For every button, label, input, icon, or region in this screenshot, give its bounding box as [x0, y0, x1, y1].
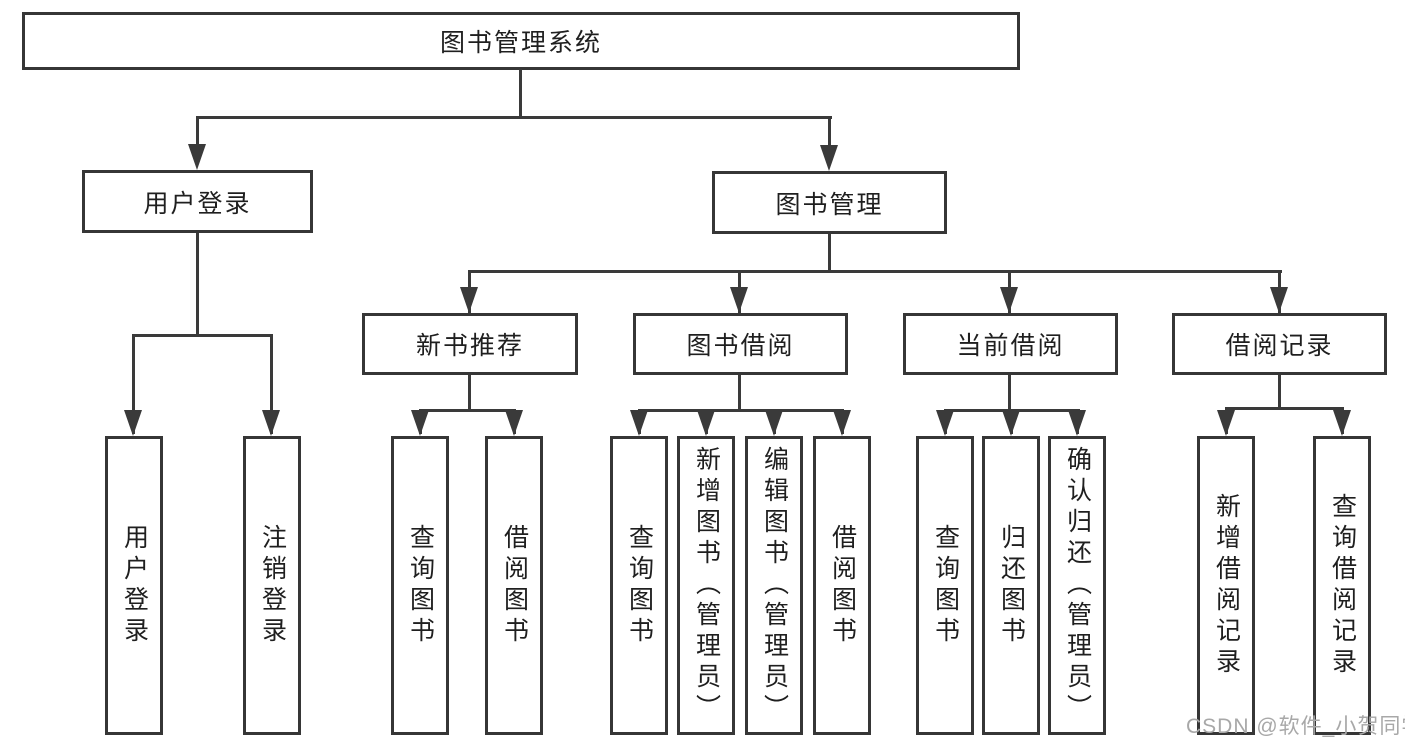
arrow-down-icon — [1270, 287, 1288, 313]
leaf-edit-book-admin-label: 编辑图书（管理员） — [760, 446, 789, 725]
node-current-borrow: 当前借阅 — [903, 313, 1118, 375]
node-root-label: 图书管理系统 — [439, 29, 602, 57]
arrow-down-icon — [820, 145, 838, 171]
connector-book-borrow-feed — [738, 375, 741, 412]
node-new-book-recommend: 新书推荐 — [362, 313, 578, 375]
leaf-query-borrow-record: 查询借阅记录 — [1313, 436, 1371, 735]
leaf-query-book-recommend: 查询图书 — [391, 436, 449, 735]
arrow-down-icon — [697, 410, 715, 436]
arrow-down-icon — [1068, 410, 1086, 436]
arrow-down-icon — [765, 410, 783, 436]
leaf-query-book-current: 查询图书 — [916, 436, 974, 735]
leaf-logout-label: 注销登录 — [258, 523, 287, 648]
connector-book-borrow-split — [638, 409, 844, 412]
arrow-down-icon — [1217, 410, 1235, 436]
leaf-logout: 注销登录 — [243, 436, 301, 735]
connector-drop-book-management — [828, 116, 831, 148]
arrow-down-icon — [833, 410, 851, 436]
leaf-query-book-current-label: 查询图书 — [931, 523, 960, 648]
connector-drop-leaf-logout — [270, 334, 273, 434]
connector-drop-leaf-user-login — [132, 334, 135, 434]
connector-borrow-records-feed — [1278, 375, 1281, 409]
node-current-borrow-label: 当前借阅 — [956, 332, 1065, 360]
connector-book-management-feed — [828, 234, 831, 272]
leaf-return-book-label: 归还图书 — [997, 523, 1026, 648]
arrow-down-icon — [1002, 410, 1020, 436]
arrow-down-icon — [936, 410, 954, 436]
arrow-down-icon — [124, 410, 142, 436]
leaf-borrow-book-label: 借阅图书 — [828, 523, 857, 648]
node-borrow-records-label: 借阅记录 — [1225, 332, 1334, 360]
leaf-query-borrow-record-label: 查询借阅记录 — [1328, 492, 1357, 679]
leaf-add-book-admin-label: 新增图书（管理员） — [692, 446, 721, 725]
leaf-return-book: 归还图书 — [982, 436, 1040, 735]
node-user-login-label: 用户登录 — [143, 189, 252, 218]
arrow-down-icon — [188, 144, 206, 170]
arrow-down-icon — [460, 287, 478, 313]
connector-root-split — [196, 116, 832, 119]
leaf-user-login: 用户登录 — [105, 436, 163, 735]
connector-borrow-records-split — [1225, 407, 1344, 410]
node-borrow-records: 借阅记录 — [1172, 313, 1387, 375]
arrow-down-icon — [630, 410, 648, 436]
node-root: 图书管理系统 — [22, 12, 1020, 70]
connector-current-borrow-feed — [1008, 375, 1011, 412]
node-user-login: 用户登录 — [82, 170, 313, 233]
arrow-down-icon — [1000, 287, 1018, 313]
leaf-query-book-borrow-label: 查询图书 — [625, 523, 654, 648]
leaf-add-borrow-record-label: 新增借阅记录 — [1212, 492, 1241, 679]
leaf-query-book-recommend-label: 查询图书 — [406, 523, 435, 648]
leaf-confirm-return-admin-label: 确认归还（管理员） — [1063, 446, 1092, 725]
leaf-query-book-borrow: 查询图书 — [610, 436, 668, 735]
leaf-user-login-label: 用户登录 — [120, 523, 149, 648]
leaf-borrow-book-recommend: 借阅图书 — [485, 436, 543, 735]
arrow-down-icon — [730, 287, 748, 313]
node-book-management: 图书管理 — [712, 171, 947, 234]
leaf-add-borrow-record: 新增借阅记录 — [1197, 436, 1255, 735]
connector-new-book-recommend-split — [419, 409, 516, 412]
connector-book-management-split — [468, 270, 1282, 273]
arrow-down-icon — [505, 410, 523, 436]
csdn-watermark: CSDN @软件_小贺同学 — [1186, 715, 1405, 738]
leaf-borrow-book: 借阅图书 — [813, 436, 871, 735]
node-book-borrow: 图书借阅 — [633, 313, 848, 375]
leaf-borrow-book-recommend-label: 借阅图书 — [500, 523, 529, 648]
connector-user-login-split — [132, 334, 273, 337]
node-book-management-label: 图书管理 — [775, 190, 884, 219]
connector-user-login-feed — [196, 233, 199, 336]
arrow-down-icon — [1333, 410, 1351, 436]
leaf-confirm-return-admin: 确认归还（管理员） — [1048, 436, 1106, 735]
node-new-book-recommend-label: 新书推荐 — [415, 332, 524, 360]
leaf-add-book-admin: 新增图书（管理员） — [677, 436, 735, 735]
connector-drop-user-login — [196, 116, 199, 147]
connector-root-feed — [519, 69, 522, 118]
connector-new-book-recommend-feed — [468, 375, 471, 412]
node-book-borrow-label: 图书借阅 — [686, 332, 795, 360]
leaf-edit-book-admin: 编辑图书（管理员） — [745, 436, 803, 735]
arrow-down-icon — [262, 410, 280, 436]
arrow-down-icon — [411, 410, 429, 436]
